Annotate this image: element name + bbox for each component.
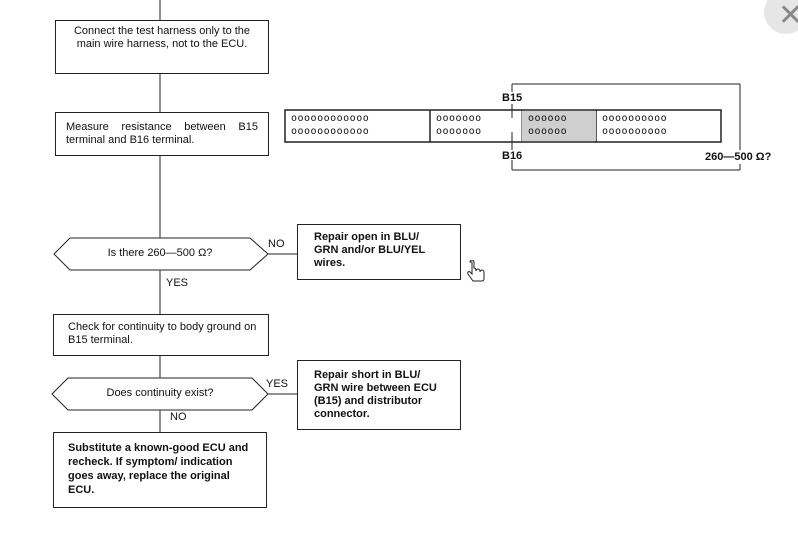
resistance-label: 260—500 Ω? [705,151,772,163]
decision-1-yes-label: YES [166,277,189,289]
repair-short-box: Repair short in BLU/ GRN wire between EC… [297,360,461,430]
connector-section-1-pins: oooooooooooo oooooooooooo [291,112,369,138]
close-icon: ✕ [778,0,798,33]
pin-row: oooooooooo [602,113,668,124]
pin-row: oooooooooo [602,126,668,137]
pin-row: ooooooo [436,126,482,137]
connector-section-2-pins: ooooooo ooooooo [436,112,482,138]
connector-body [284,109,722,143]
decision-1-no-label: NO [268,238,285,250]
pin-row: oooooooooooo [291,126,370,137]
pin-row: oooooo [528,126,568,137]
hand-cursor-icon [467,260,485,282]
repair-short-text: Repair short in BLU/ GRN wire between EC… [314,369,437,420]
step-connect-harness: Connect the test harness only to the mai… [55,20,269,74]
pin-row: oooooooooooo [291,113,370,124]
b15-label: B15 [502,92,523,104]
connector-shaded-section [522,111,596,141]
decision-2-no-label: NO [170,411,187,423]
step-measure-resistance-text: Measure resistance between B15 terminal … [66,121,258,146]
final-substitute-box: Substitute a known-good ECU and recheck.… [53,432,267,508]
step-check-continuity: Check for continuity to body ground on B… [53,314,269,356]
pin-row: oooooo [528,113,568,124]
decision-resistance-label: Is there 260—500 Ω? [107,247,213,259]
pin-row: ooooooo [436,113,482,124]
connector-section-3-pins: oooooo oooooo [528,112,567,138]
final-substitute-text: Substitute a known-good ECU and recheck.… [68,442,249,496]
repair-open-box: Repair open in BLU/ GRN and/or BLU/YEL w… [297,224,461,280]
step-check-continuity-text: Check for continuity to body ground on B… [68,321,257,346]
connector-section-4-pins: oooooooooo oooooooooo [602,112,667,138]
b16-label: B16 [502,150,523,162]
repair-open-text: Repair open in BLU/ GRN and/or BLU/YEL w… [314,231,426,269]
decision-continuity-label: Does continuity exist? [106,387,214,399]
step-connect-harness-text: Connect the test harness only to the mai… [73,25,251,50]
decision-2-yes-label: YES [266,378,289,390]
step-measure-resistance: Measure resistance between B15 terminal … [55,112,269,156]
